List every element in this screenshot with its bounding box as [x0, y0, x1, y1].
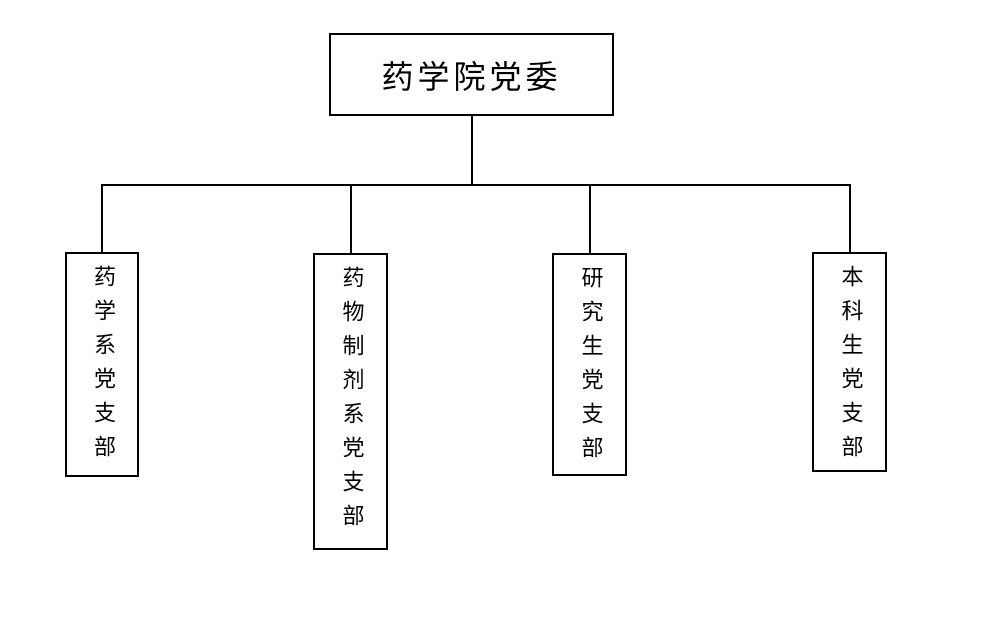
child-node-graduate: 研究生党支部 — [552, 253, 627, 476]
child-node-pharmaceutics-dept: 药物制剂系党支部 — [313, 253, 388, 550]
child-node-label: 研究生党支部 — [577, 266, 603, 470]
child-node-label: 药物制剂系党支部 — [338, 266, 364, 538]
root-node-label: 药学院党委 — [381, 57, 562, 96]
child-node-pharmacy-dept: 药学系党支部 — [65, 252, 139, 477]
root-node: 药学院党委 — [329, 33, 614, 116]
child-node-label: 药学系党支部 — [90, 265, 115, 469]
child-node-label: 本科生党支部 — [837, 265, 863, 469]
child-node-undergraduate: 本科生党支部 — [812, 252, 887, 472]
